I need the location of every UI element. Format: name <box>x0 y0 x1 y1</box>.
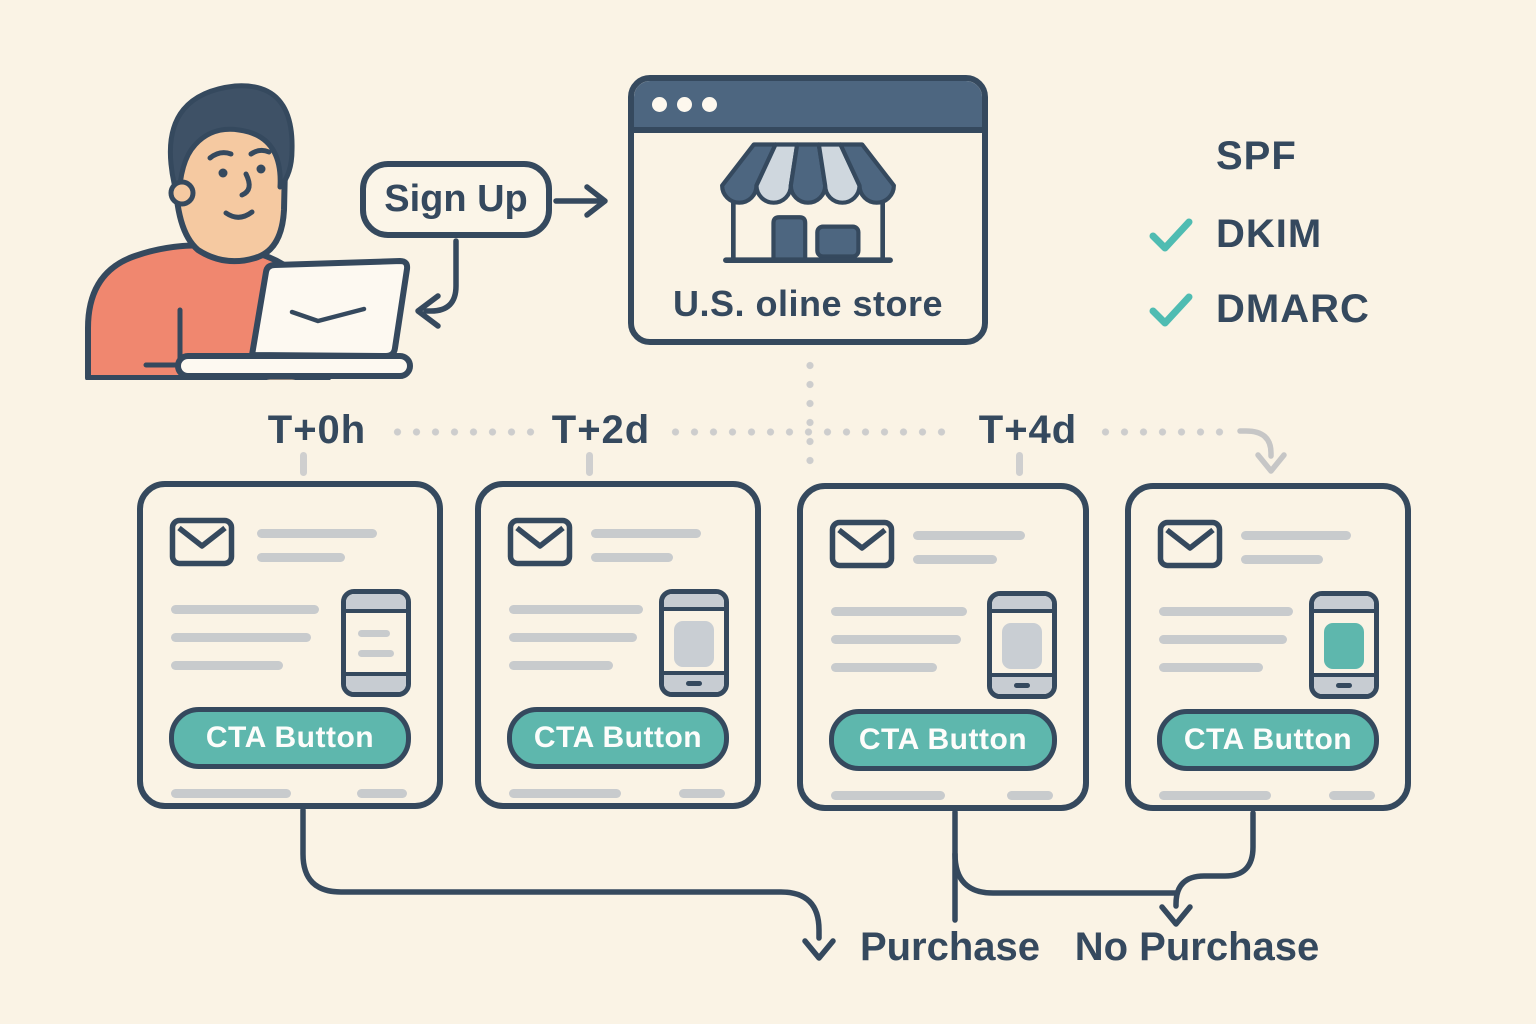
cta-button[interactable]: CTA Button <box>169 707 411 769</box>
arrow-right-icon <box>553 184 608 218</box>
email-body-line <box>171 605 319 614</box>
email-subject-line <box>591 529 701 538</box>
email-footer-line <box>357 789 407 798</box>
shop-window-icon <box>815 224 861 259</box>
auth-label: DMARC <box>1216 287 1370 331</box>
phone-screen-image <box>1324 623 1364 669</box>
no-purchase-label: No Purchase <box>1074 925 1320 969</box>
email-card-2: CTA Button <box>475 481 761 809</box>
email-card-4: CTA Button <box>1125 483 1411 811</box>
flow-connector-email3-branch <box>952 851 1179 896</box>
email-subject-line <box>1241 555 1323 564</box>
email-body-line <box>1159 607 1293 616</box>
purchase-label: Purchase <box>859 925 1041 969</box>
email-body-line <box>509 605 643 614</box>
email-body-line <box>509 633 637 642</box>
email-body-line <box>1159 663 1263 672</box>
timeline-label-t0: T+0h <box>267 408 367 452</box>
cta-button[interactable]: CTA Button <box>507 707 729 769</box>
envelope-icon <box>1157 519 1223 569</box>
store-label: U.S. oline store <box>672 283 944 324</box>
timeline-tick <box>300 452 307 476</box>
cta-button[interactable]: CTA Button <box>829 709 1057 771</box>
auth-label: DKIM <box>1216 212 1323 256</box>
phone-icon <box>659 589 729 697</box>
phone-screen-image <box>1002 623 1042 669</box>
phone-home-button <box>1336 683 1352 688</box>
laptop-lid-logo <box>289 306 367 324</box>
timeline-label-t2: T+2d <box>551 408 651 452</box>
email-footer-line <box>679 789 725 798</box>
email-footer-line <box>831 791 945 800</box>
sign-up-bubble[interactable]: Sign Up <box>360 161 552 238</box>
email-body-line <box>831 663 937 672</box>
arrow-curve-left-icon <box>415 238 459 329</box>
email-body-line <box>831 635 961 644</box>
timeline-label-t4: T+4d <box>978 408 1078 452</box>
email-subject-line <box>1241 531 1351 540</box>
email-body-line <box>171 661 283 670</box>
email-body-line <box>171 633 311 642</box>
email-footer-line <box>1159 791 1271 800</box>
phone-bottom-bar <box>1314 673 1374 694</box>
phone-top-bar <box>664 594 724 611</box>
email-footer-line <box>171 789 291 798</box>
phone-bottom-bar <box>664 671 724 692</box>
email-footer-line <box>1329 791 1375 800</box>
check-icon <box>1149 218 1193 251</box>
email-card-3: CTA Button <box>797 483 1089 811</box>
phone-top-bar <box>992 596 1052 613</box>
email-body-line <box>831 607 967 616</box>
timeline-dotted-line <box>1096 428 1234 436</box>
phone-icon <box>1309 591 1379 699</box>
phone-top-bar <box>1314 596 1374 613</box>
envelope-icon <box>507 517 573 567</box>
email-body-line <box>1159 635 1287 644</box>
storefront-icon <box>720 142 896 263</box>
timeline-tick <box>586 452 593 476</box>
arrow-down-icon <box>1159 904 1193 927</box>
email-subject-line <box>257 553 345 562</box>
flow-connector-email1 <box>300 807 836 961</box>
phone-home-button <box>1014 683 1030 688</box>
auth-label: SPF <box>1216 134 1297 178</box>
auth-item-dkim: DKIM <box>1148 212 1322 257</box>
envelope-icon <box>829 519 895 569</box>
phone-icon <box>987 591 1057 699</box>
envelope-icon <box>169 517 235 567</box>
email-subject-line <box>913 531 1025 540</box>
store-dotted-connector <box>806 356 814 472</box>
phone-screen-lines <box>358 630 394 670</box>
flow-connector-email4 <box>1159 810 1256 927</box>
phone-top-bar <box>346 594 406 613</box>
cta-button[interactable]: CTA Button <box>1157 709 1379 771</box>
phone-home-button <box>686 681 702 686</box>
timeline-dotted-line <box>388 428 540 436</box>
check-icon <box>1149 293 1193 326</box>
auth-item-spf: SPF <box>1148 134 1297 179</box>
auth-item-dmarc: DMARC <box>1148 287 1370 332</box>
phone-bottom-bar <box>346 672 406 692</box>
window-dot-icon <box>652 96 667 112</box>
sign-up-label: Sign Up <box>384 178 528 220</box>
store-browser-window: U.S. oline store <box>628 75 988 345</box>
browser-title-bar <box>634 81 982 133</box>
email-subject-line <box>591 553 673 562</box>
window-dot-icon <box>677 96 692 112</box>
phone-screen-image <box>674 621 714 667</box>
arrow-down-icon <box>802 938 836 961</box>
email-footer-line <box>1007 791 1053 800</box>
phone-bottom-bar <box>992 673 1052 694</box>
gray-curve-arrow-icon <box>1237 428 1287 474</box>
email-subject-line <box>913 555 997 564</box>
window-dot-icon <box>702 96 717 112</box>
email-card-1: CTA Button <box>137 481 443 809</box>
timeline-tick <box>1016 452 1023 476</box>
phone-icon <box>341 589 411 697</box>
email-footer-line <box>509 789 621 798</box>
email-subject-line <box>257 529 377 538</box>
email-body-line <box>509 661 613 670</box>
